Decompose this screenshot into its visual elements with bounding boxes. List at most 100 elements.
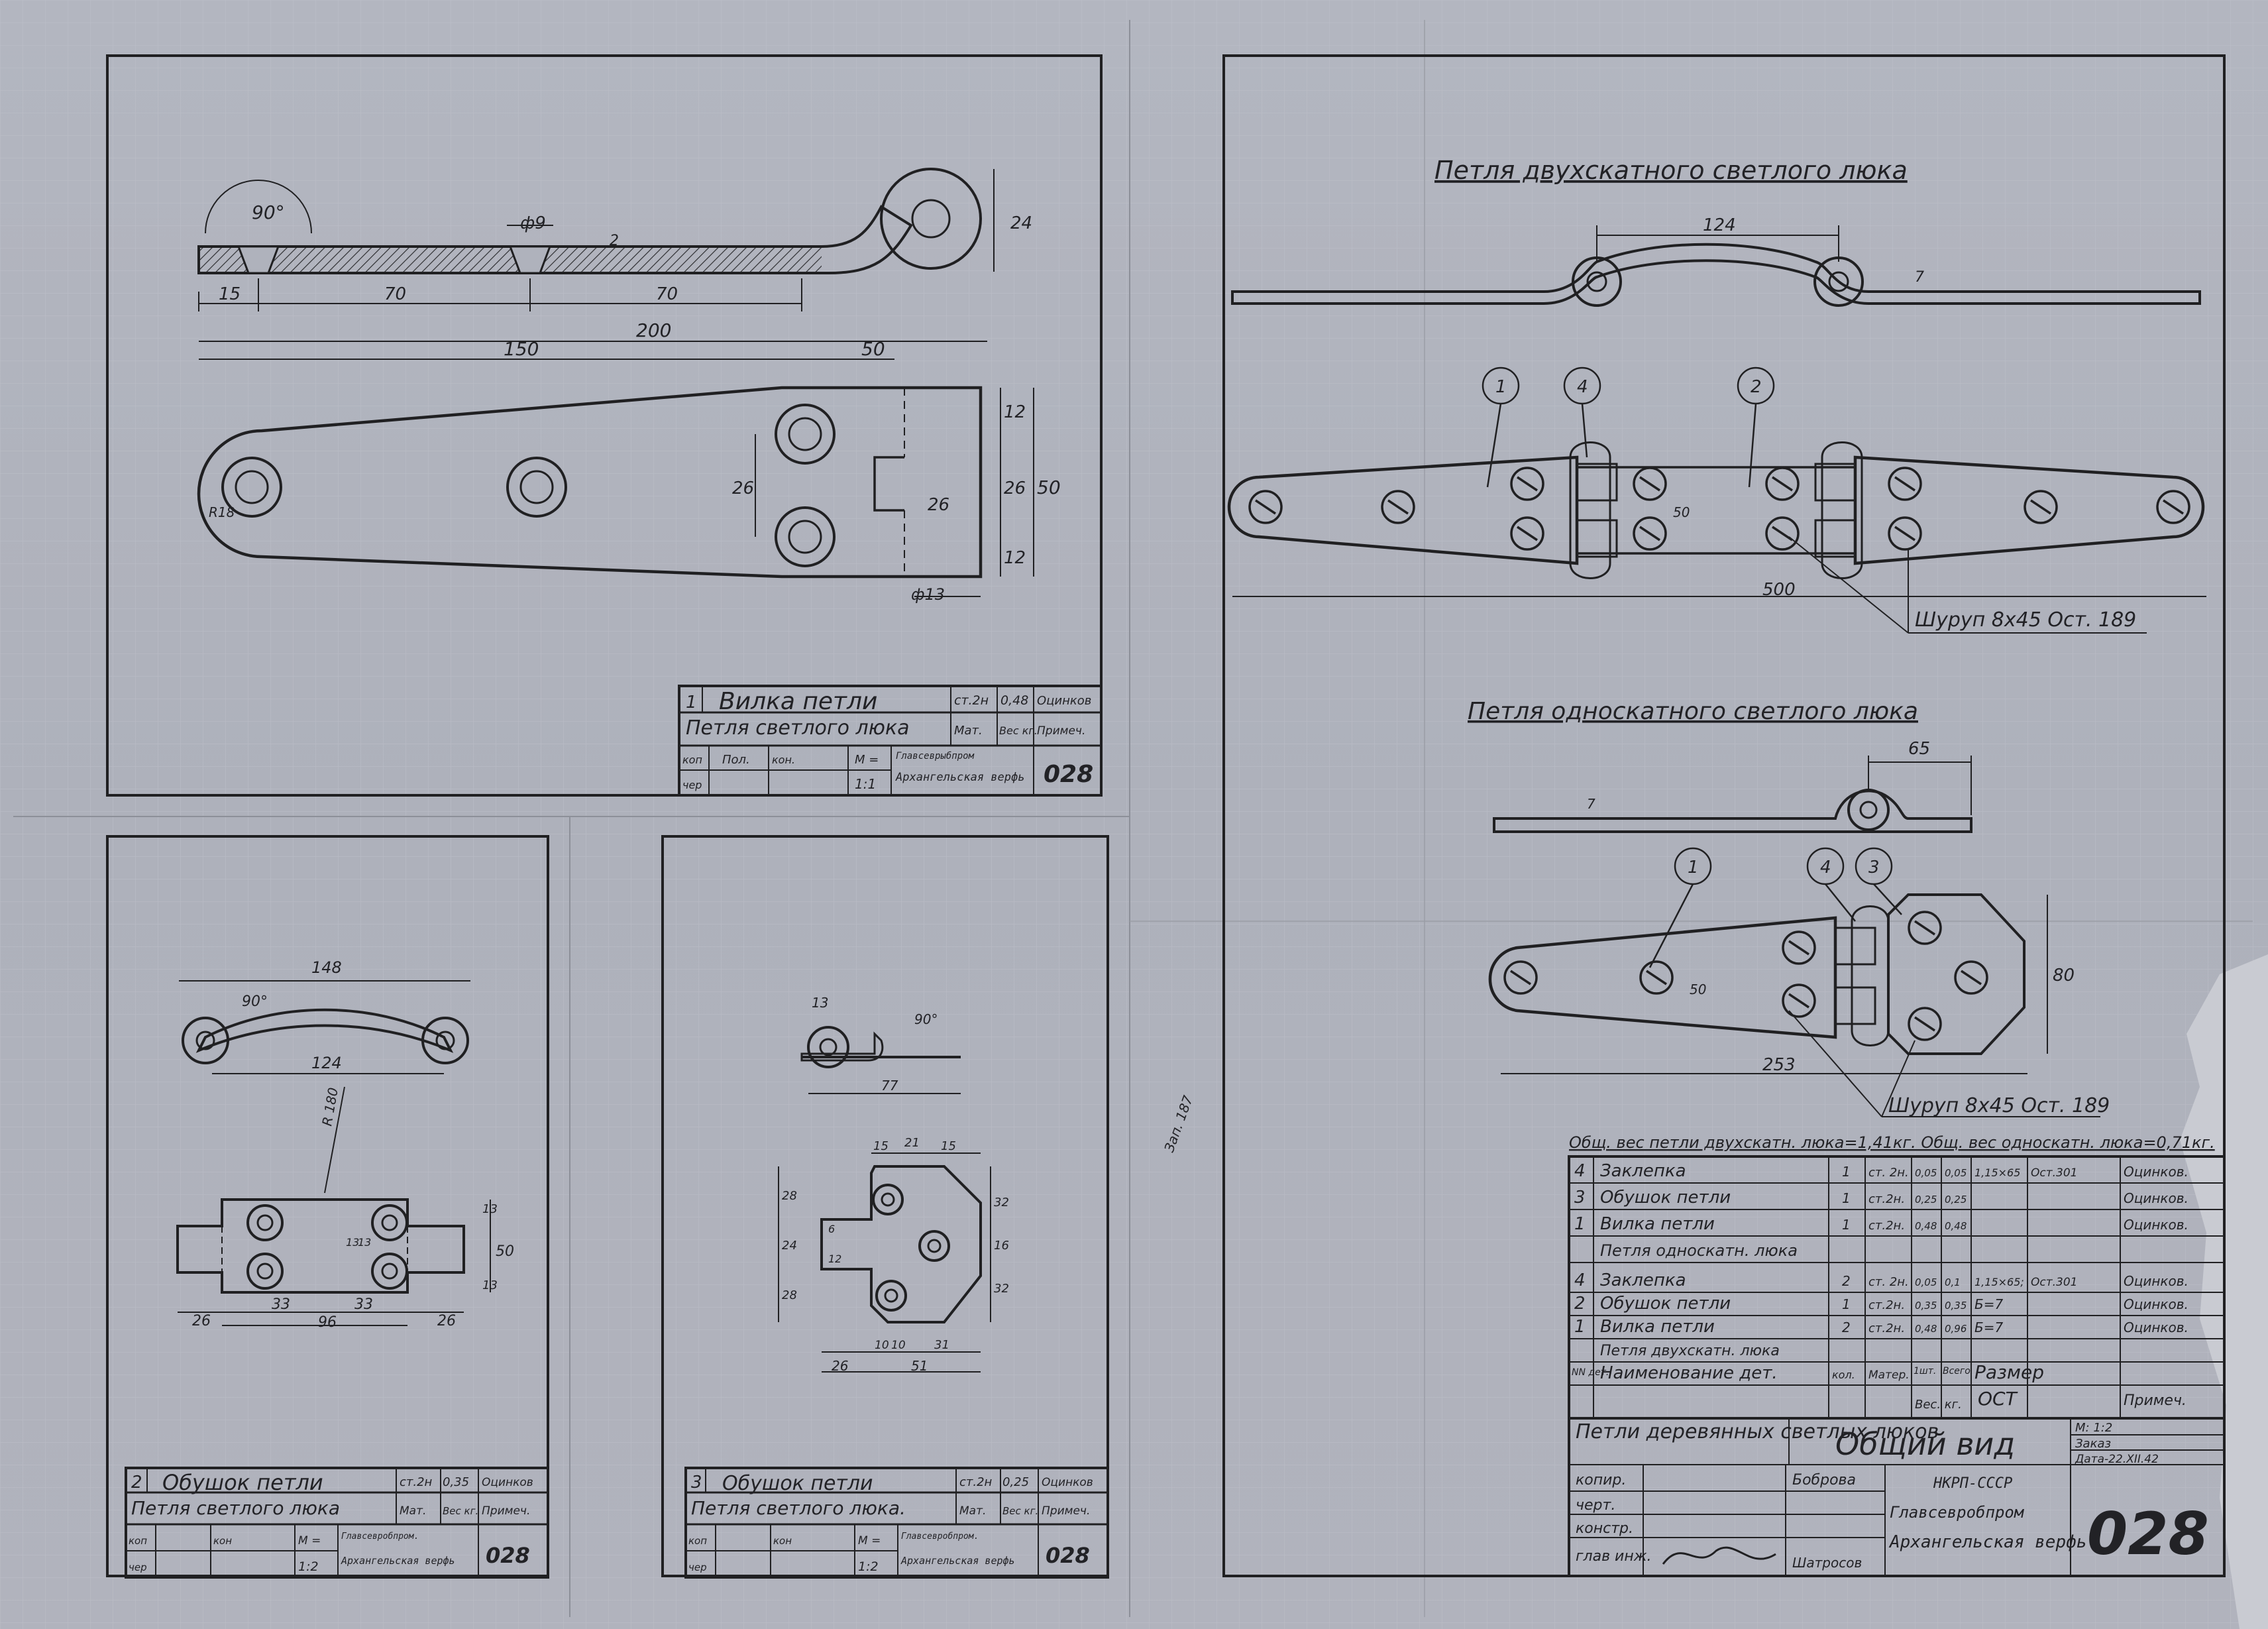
title-single-hinge: Петля односкатного светлого люка — [1468, 698, 1918, 725]
drawing-label: 500 — [1762, 580, 1796, 600]
screw-label-1: Шуруп 8х45 Ост. 189 — [1915, 608, 2136, 632]
dim-26a: 26 — [732, 478, 754, 498]
drawing-label: 28 — [782, 1288, 797, 1302]
drawing-label: 4 — [1577, 377, 1588, 397]
drawing-label: 0,35 — [1945, 1300, 1967, 1312]
drawing-label: Шатросов — [1792, 1555, 1862, 1571]
drawing-label: 10 — [891, 1339, 906, 1352]
drawing-label: М = — [858, 1534, 881, 1547]
dim-hole: ф9 — [520, 213, 546, 233]
drawing-label: ст. 2н. — [1868, 1166, 1909, 1180]
drawing-label: 26 — [192, 1313, 211, 1329]
drawing-label: 77 — [881, 1078, 898, 1094]
dim-24: 24 — [1010, 213, 1032, 233]
drawing-label: 65 — [1908, 739, 1930, 759]
drawing-label: Архангельская верфь — [895, 771, 1024, 784]
drawing-label: 21 — [904, 1136, 920, 1150]
dim-70a: 70 — [384, 284, 406, 304]
drawing-label: Архангельская верфь — [900, 1555, 1015, 1567]
drawing-label: ст.2н. — [1868, 1192, 1905, 1206]
drawing-label: Мат. — [959, 1504, 986, 1518]
drawing-label: коп — [688, 1535, 707, 1547]
drawing-label: 2 — [1842, 1320, 1851, 1335]
drawing-label: 26 — [832, 1358, 848, 1374]
drawing-label: 13 — [346, 1236, 359, 1249]
drawing-label: 15 — [941, 1139, 956, 1153]
drawing-label: 32 — [994, 1282, 1009, 1296]
dim-12a: 12 — [1004, 402, 1026, 422]
view-name: Общий вид — [1835, 1426, 2015, 1462]
drawing-label: ст. 2н. — [1868, 1275, 1909, 1289]
dim-50v: 50 — [1037, 477, 1061, 498]
drawing-label: ст.2н — [400, 1475, 433, 1489]
drawing-label: 3 — [1868, 858, 1880, 877]
drawing-label: 7 — [1587, 796, 1595, 812]
drawing-label: 0,05 — [1915, 1167, 1937, 1179]
drawing-label: Вес. кг. — [1915, 1398, 1962, 1412]
drawing-date: Дата-22.XII.42 — [2075, 1453, 2159, 1466]
spec-table: 4 Заклепка 1 ст. 2н. 0,05 0,05 1,15×65 О… — [1568, 1155, 2226, 1420]
dim-70b: 70 — [656, 284, 678, 304]
drawing-label: 0,35 — [443, 1475, 469, 1489]
drawing-label: чер — [682, 779, 702, 791]
title-block-3: 3 Обушок петли ст.2н 0,25 Оцинков Петля … — [684, 1467, 1109, 1579]
drawing-label: 1 — [1688, 858, 1699, 877]
drawing-label: 2 — [1751, 377, 1762, 397]
drawing-label: 1,15×65 — [1974, 1166, 2020, 1179]
drawing-label: 50 — [496, 1243, 514, 1260]
dim-150: 150 — [504, 338, 539, 360]
drawing-label: чер — [688, 1561, 707, 1573]
dim-r18: R18 — [209, 504, 235, 520]
drawing-label: Ост.301 — [2031, 1276, 2077, 1289]
drawing-label: 0,05 — [1915, 1276, 1937, 1288]
signature — [1662, 1546, 1776, 1565]
drawing-label: 13 — [482, 1202, 498, 1216]
dim-50: 50 — [861, 338, 885, 360]
drawing-label: Вес кг. — [443, 1505, 478, 1517]
drawing-label: Ост.301 — [2031, 1166, 2077, 1180]
drawing-label: Размер — [1974, 1361, 2044, 1383]
drawing-label: коп — [129, 1535, 147, 1547]
drawing-label: 0,25 — [1915, 1194, 1937, 1206]
drawing-label: Примеч. — [1042, 1504, 1090, 1518]
drawing-label: ст.2н — [959, 1475, 993, 1489]
drawing-label: Всего — [1943, 1366, 1971, 1376]
drawing-label: NN дет. — [1572, 1367, 1609, 1378]
drawing-label: 31 — [934, 1338, 949, 1352]
dim-r: 2 — [610, 233, 619, 249]
part-name-1: Вилка петли — [719, 688, 877, 715]
drawing-label: кол. — [1832, 1369, 1855, 1381]
drawing-label: 2 — [131, 1473, 142, 1492]
drawing-label: Оцинков. — [2124, 1217, 2188, 1233]
drawing-label: Матер. — [1868, 1369, 1910, 1382]
drawing-label: 148 — [311, 958, 342, 977]
drawing-label: 7 — [1915, 269, 1924, 286]
dim-hole2: ф13 — [911, 585, 945, 604]
drawing-label: 16 — [994, 1239, 1009, 1253]
dim-12b: 12 — [1004, 548, 1026, 568]
drawing-label: констр. — [1576, 1520, 1633, 1537]
drawing-label: ОСТ — [1978, 1388, 2018, 1410]
drawing-label: 2 — [1842, 1273, 1851, 1289]
drawing-label: 1 — [1842, 1190, 1851, 1206]
drawing-label: 13 — [482, 1278, 498, 1292]
drawing-label: Примеч. — [482, 1504, 530, 1518]
drawing-label: 13 — [812, 995, 828, 1011]
drawing-label: М = — [855, 753, 879, 767]
dim-angle: 90° — [252, 201, 285, 223]
panel-frame — [106, 54, 1103, 797]
drawing-label: 0,05 — [1945, 1167, 1967, 1179]
panel-assembly: Петля двухскатного светлого люка 124 7 — [1222, 54, 2226, 1577]
drawing-label: 80 — [2053, 966, 2075, 985]
drawing-label: Мат. — [954, 724, 983, 738]
total-weights: Общ. вес петли двухскатн. люка=1,41кг. О… — [1569, 1133, 2215, 1152]
title-block-1: 1 Вилка петли ст.2н 0,48 Оцинков Петля с… — [678, 685, 1103, 797]
drawing-label: Обушок петли — [1600, 1294, 1731, 1314]
drawing-label: ст.2н — [954, 693, 989, 708]
drawing-label: Оцинков. — [2124, 1273, 2188, 1289]
drawing-label: 1 — [1574, 1214, 1586, 1234]
drawing-label: 4 — [1574, 1161, 1586, 1181]
drawing-label: Оцинков — [482, 1476, 533, 1489]
sheet-number: 028 — [2087, 1500, 2209, 1568]
